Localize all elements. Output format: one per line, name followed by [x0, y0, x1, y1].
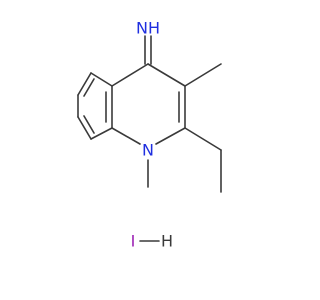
- bond-c5-c6-inner: [83, 78, 95, 97]
- bond-c8-c8a: [90, 127, 113, 140]
- bond-c2-ethyl-ch2: [184, 127, 222, 151]
- hydrogen-label: H: [161, 232, 173, 251]
- bond-c4-c3: [147, 63, 186, 87]
- bond-c7-c8: [77, 116, 92, 140]
- imine-nh-label: NH: [136, 19, 160, 38]
- atom-label-layer: NH N I H: [131, 19, 173, 251]
- bond-c2-n1: [155, 127, 186, 145]
- bond-layer: [77, 35, 222, 242]
- bond-c4a-c5: [90, 72, 113, 87]
- iodine-label: I: [131, 232, 136, 251]
- bond-c7-c8-inner: [83, 115, 95, 134]
- bond-c5-c6: [77, 72, 92, 96]
- ring-nitrogen-label: N: [142, 141, 154, 160]
- bond-n1-c8a: [111, 127, 141, 145]
- bond-c3-methyl: [184, 63, 222, 87]
- bond-c4a-c4: [111, 63, 149, 87]
- canvas-background: [0, 0, 300, 300]
- chemical-structure: NH N I H: [0, 0, 300, 300]
